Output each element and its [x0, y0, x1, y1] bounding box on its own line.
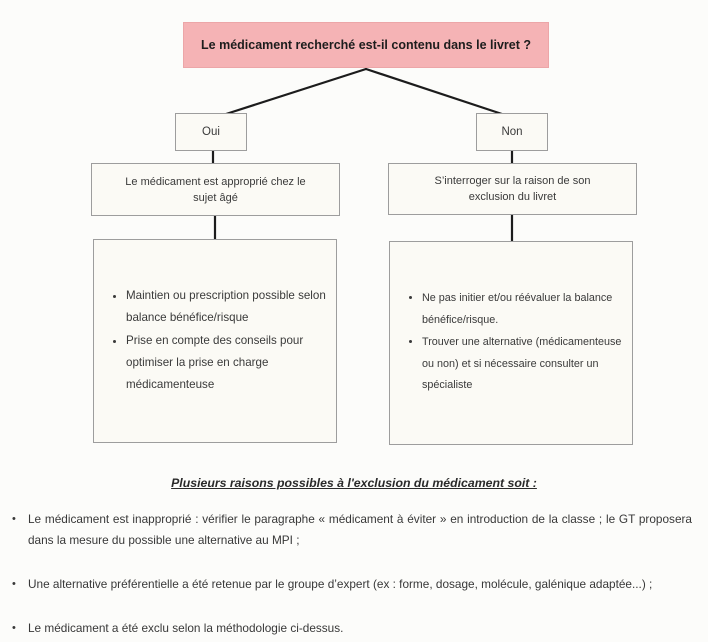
list-item: Maintien ou prescription possible selon …: [126, 285, 326, 329]
list-item: Ne pas initier et/ou réévaluer la balanc…: [422, 288, 622, 331]
answer-box-oui: Oui: [175, 113, 247, 151]
list-item: • Une alternative préférentielle a été r…: [12, 574, 692, 595]
statement-yes-text: Le médicament est approprié chez le suje…: [125, 175, 306, 204]
root-question-label: Le médicament recherché est-il contenu d…: [201, 38, 531, 52]
list-item: Trouver une alternative (médicamenteuse …: [422, 332, 622, 397]
list-item: • Le médicament est inapproprié : vérifi…: [12, 509, 692, 551]
statement-box-no: S’interroger sur la raison de son exclus…: [388, 163, 637, 215]
root-question-box: Le médicament recherché est-il contenu d…: [183, 22, 549, 68]
list-item: Prise en compte des conseils pour optimi…: [126, 330, 326, 396]
footer-reason-text: Le médicament a été exclu selon la métho…: [28, 621, 344, 635]
bullet-icon: •: [12, 622, 16, 634]
detail-box-yes: Maintien ou prescription possible selon …: [93, 239, 337, 443]
statement-no-text: S’interroger sur la raison de son exclus…: [434, 175, 591, 203]
connector-root-to-oui: [224, 67, 368, 116]
statement-box-yes: Le médicament est approprié chez le suje…: [91, 163, 340, 216]
detail-yes-list: Maintien ou prescription possible selon …: [94, 285, 336, 397]
answer-oui-label: Oui: [202, 126, 220, 138]
detail-box-no: Ne pas initier et/ou réévaluer la balanc…: [389, 241, 633, 445]
list-item: • Le médicament a été exclu selon la mét…: [12, 618, 692, 639]
footer-title: Plusieurs raisons possibles à l'exclusio…: [171, 476, 537, 490]
bullet-icon: •: [12, 513, 16, 525]
bullet-icon: •: [12, 578, 16, 590]
footer-reason-text: Une alternative préférentielle a été ret…: [28, 577, 653, 591]
detail-no-list: Ne pas initier et/ou réévaluer la balanc…: [390, 288, 632, 398]
connector-root-to-non: [364, 67, 504, 116]
footer-reason-text: Le médicament est inapproprié : vérifier…: [28, 512, 692, 547]
answer-box-non: Non: [476, 113, 548, 151]
footer-reasons-list: • Le médicament est inapproprié : vérifi…: [12, 509, 692, 642]
answer-non-label: Non: [501, 126, 523, 138]
